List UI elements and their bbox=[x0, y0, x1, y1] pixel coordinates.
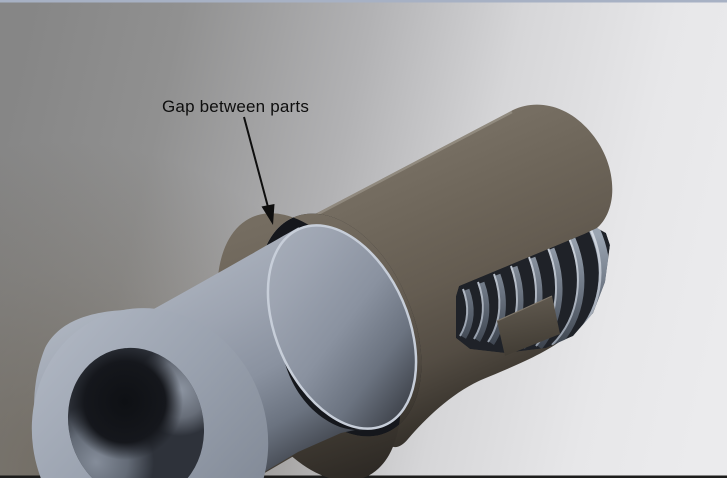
annotation-arrowhead bbox=[261, 204, 275, 225]
top-border-line bbox=[0, 0, 727, 3]
inner-tube-part bbox=[31, 224, 418, 478]
inner-tube-entry bbox=[266, 224, 418, 430]
gap-annotation: Gap between parts bbox=[162, 97, 309, 225]
outer-sleeve-top-highlight bbox=[296, 110, 513, 227]
annotation-label: Gap between parts bbox=[162, 97, 309, 116]
entry-rim-highlight bbox=[266, 224, 418, 430]
inner-tube-open-end bbox=[31, 308, 269, 478]
annotation-arrow-line bbox=[243, 116, 269, 208]
sleeve-tab bbox=[496, 295, 560, 356]
